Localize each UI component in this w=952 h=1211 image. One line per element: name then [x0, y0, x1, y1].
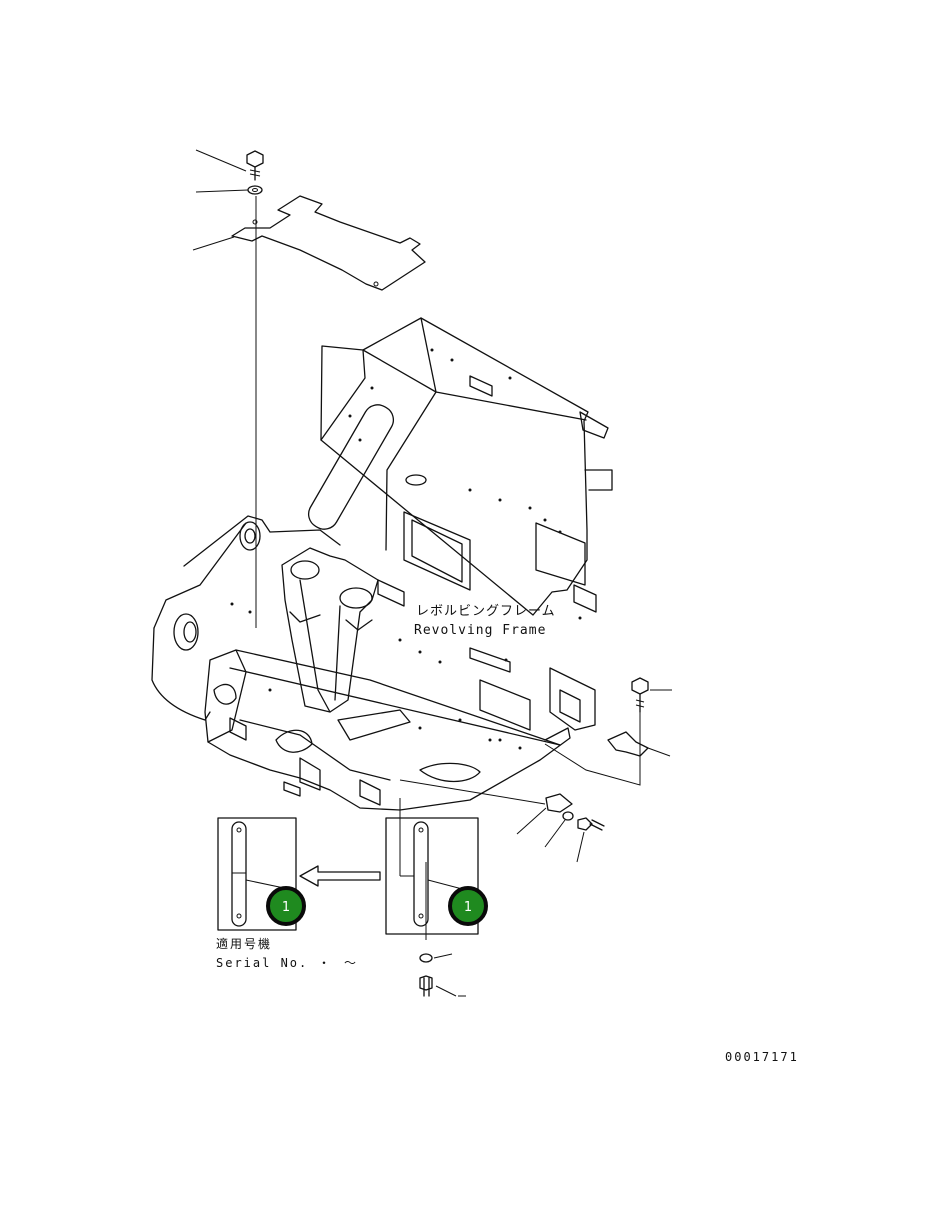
frame-holes [230, 348, 582, 750]
detail-bolt [419, 975, 433, 997]
detail-washer [419, 953, 433, 963]
drawing-number: 00017171 [725, 1050, 799, 1064]
serial-label-jp: 適用号機 [216, 936, 272, 951]
right-bracket [607, 731, 649, 757]
badge-old-text: 1 [282, 900, 290, 915]
frame-label-jp: レボルビングフレーム [416, 604, 556, 619]
right-bolt [631, 677, 649, 713]
serial-tilde: ～ [344, 956, 358, 970]
frame-label-en: Revolving Frame [414, 623, 546, 638]
serial-label-en: Serial No. [216, 956, 308, 970]
detail-arrow [299, 865, 381, 887]
top-washer [247, 185, 263, 195]
cover-plate [231, 195, 426, 291]
badge-new[interactable]: 1 [448, 886, 488, 926]
serial-separator: ・ [318, 956, 332, 970]
lower-bolt [577, 817, 605, 831]
detail-panel-old [217, 817, 297, 931]
badge-new-text: 1 [464, 900, 472, 915]
lower-washer [562, 811, 574, 821]
lower-bracket [545, 793, 573, 813]
badge-old[interactable]: 1 [266, 886, 306, 926]
revolving-frame [151, 317, 613, 811]
top-bolt [246, 150, 264, 181]
